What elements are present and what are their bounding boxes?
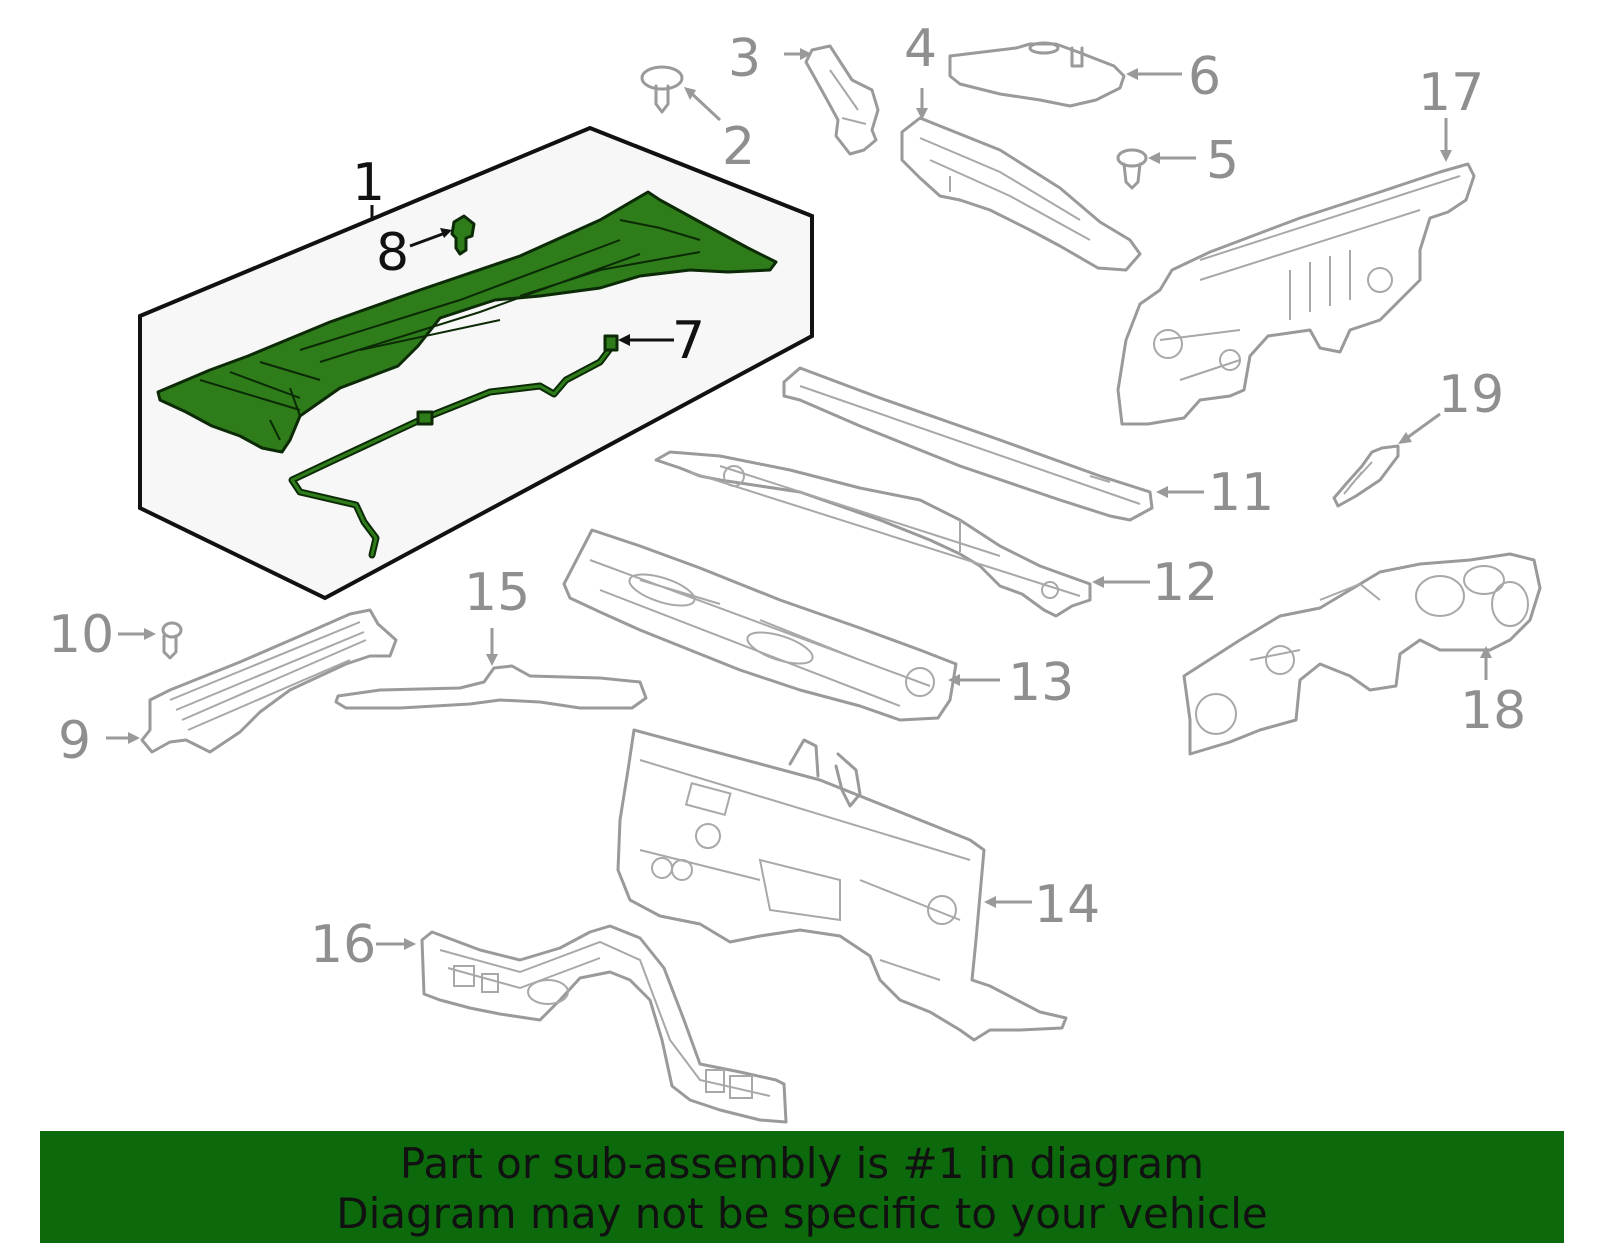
callout-7: 7	[672, 311, 705, 371]
part-3-bracket[interactable]	[784, 44, 880, 156]
part-2-push-pin[interactable]	[640, 65, 722, 122]
part-12-cowl-panel-lower[interactable]	[654, 450, 1150, 618]
callout-11: 11	[1208, 463, 1274, 523]
part-13-plenum[interactable]	[562, 528, 1000, 722]
banner-line-1: Part or sub-assembly is #1 in diagram	[399, 1139, 1205, 1188]
callout-1: 1	[352, 153, 385, 213]
part-16-panel[interactable]	[376, 924, 788, 1124]
callout-5: 5	[1206, 131, 1239, 191]
part-6-bracket[interactable]	[948, 41, 1182, 108]
callout-8: 8	[376, 223, 409, 283]
callout-13: 13	[1008, 653, 1074, 713]
callout-8-leader	[409, 230, 449, 248]
part-11-cowl-brace[interactable]	[782, 366, 1204, 522]
part-1-cowl-panel[interactable]	[156, 190, 778, 454]
banner-line-2: Diagram may not be specific to your vehi…	[336, 1189, 1268, 1238]
callout-17: 17	[1418, 63, 1484, 123]
part-14-dash-panel-lower[interactable]	[616, 728, 1068, 1042]
part-5-push-pin[interactable]	[1116, 148, 1196, 190]
callout-6: 6	[1188, 47, 1221, 107]
part-17-dash-panel[interactable]	[1116, 118, 1476, 426]
callout-2: 2	[722, 117, 755, 177]
callout-19: 19	[1438, 365, 1504, 425]
callout-4: 4	[904, 19, 937, 79]
part-8-clip[interactable]	[450, 214, 476, 256]
callout-16: 16	[310, 915, 376, 975]
callout-14: 14	[1034, 875, 1100, 935]
callout-12: 12	[1152, 553, 1218, 613]
callout-15: 15	[464, 563, 530, 623]
part-4-reinforcement[interactable]	[900, 88, 1142, 272]
part-19-bracket[interactable]	[1332, 412, 1441, 508]
part-9-panel[interactable]	[106, 608, 398, 754]
part-10-bolt[interactable]	[118, 621, 183, 660]
callout-3: 3	[728, 29, 761, 89]
callout-10: 10	[48, 605, 114, 665]
part-18-dash-insulator[interactable]	[1182, 552, 1542, 756]
callout-18: 18	[1460, 681, 1526, 741]
part-1-group[interactable]	[138, 125, 814, 601]
callout-9: 9	[58, 711, 91, 771]
info-banner: Part or sub-assembly is #1 in diagram Di…	[40, 1131, 1564, 1243]
part-15-bar[interactable]	[334, 628, 648, 710]
